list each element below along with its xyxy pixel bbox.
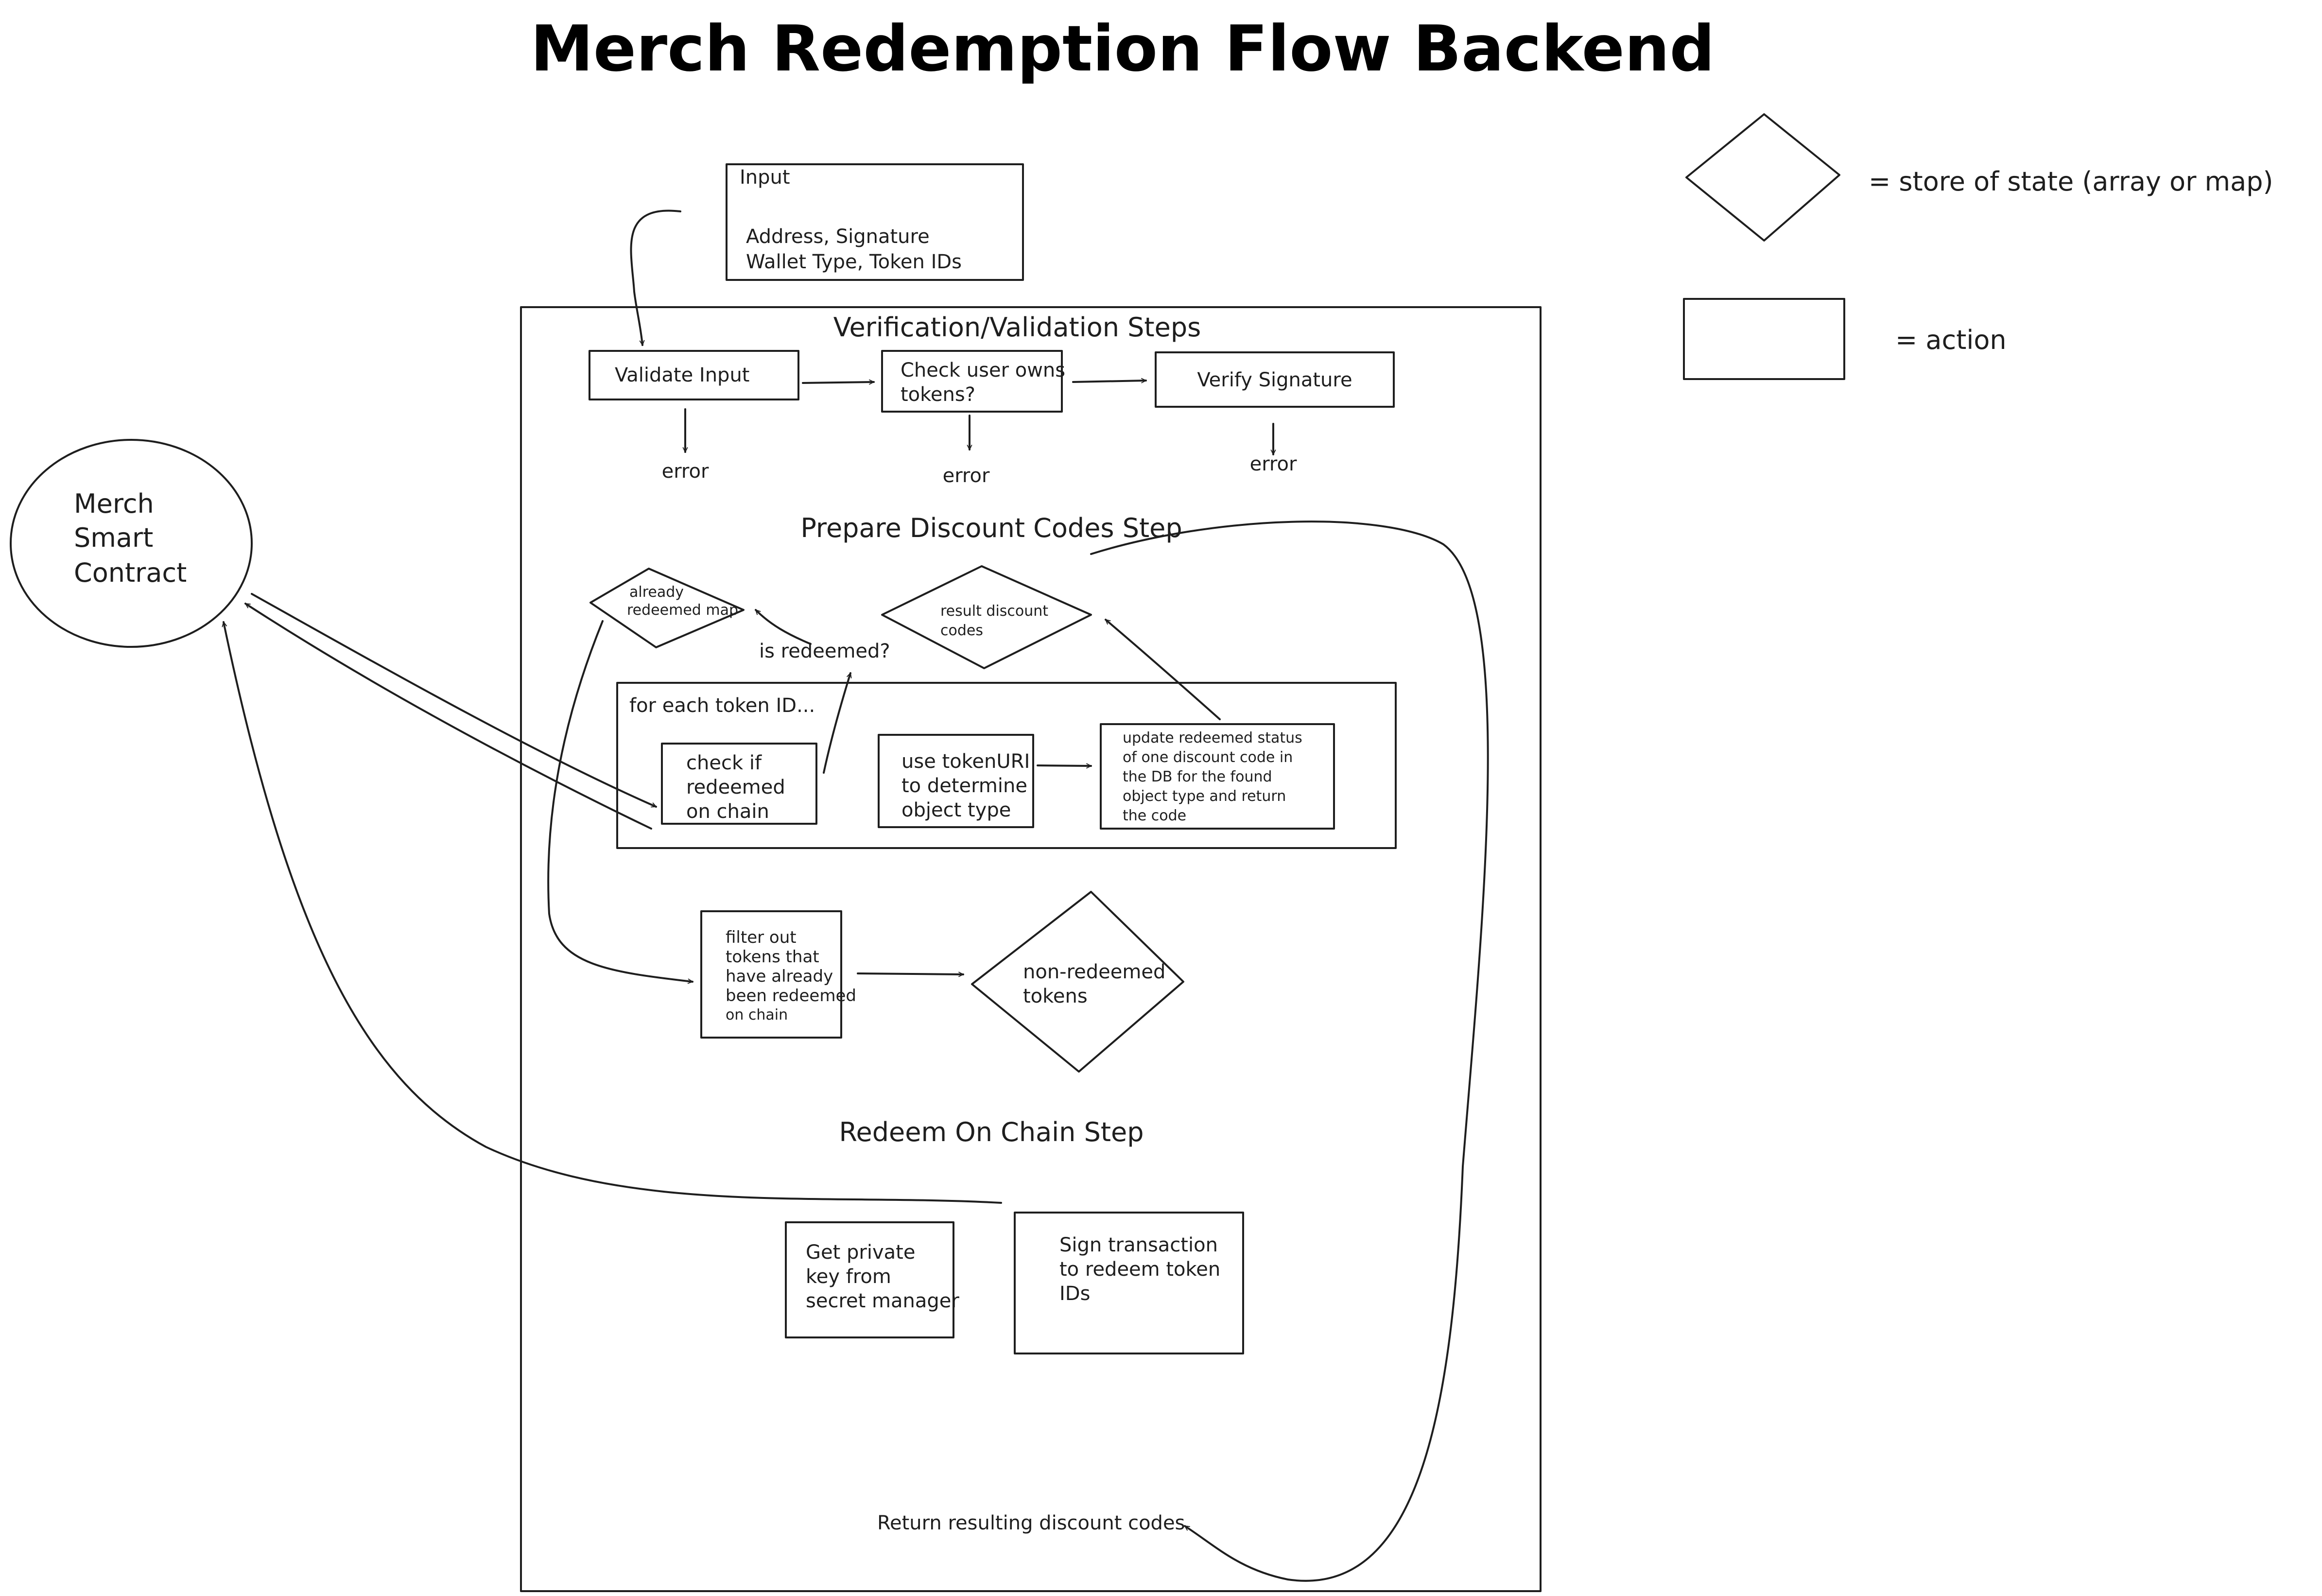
error-label-1: error [662, 460, 709, 483]
arrow-filter-to-nonredeemed [857, 973, 964, 974]
check-owns-box [881, 350, 1063, 413]
validate-input-box [589, 350, 799, 400]
update-line-5: the code [1123, 807, 1186, 824]
non-redeemed-line-2: tokens [1023, 985, 1088, 1007]
arrow-tokenuri-to-update [1037, 765, 1092, 766]
arrow-map-to-filter [547, 620, 693, 982]
prepare-heading: Prepare Discount Codes Step [800, 513, 1182, 543]
token-uri-line-1: use tokenURI [901, 750, 1030, 773]
redeem-heading: Redeem On Chain Step [839, 1117, 1144, 1147]
update-status-box [1100, 723, 1335, 830]
token-uri-line-3: object type [901, 799, 1011, 821]
input-box: Input Address, Signature Wallet Type, To… [726, 163, 1024, 281]
result-codes-line-2: codes [940, 622, 983, 639]
update-line-1: update redeemed status [1123, 729, 1302, 746]
filter-out-box [700, 910, 842, 1039]
legend-diamond [1685, 113, 1840, 242]
update-line-2: of one discount code in [1123, 749, 1293, 766]
arrow-result-to-return [1090, 520, 1489, 1582]
return-label: Return resulting discount codes [877, 1512, 1185, 1534]
check-line-1: check if [686, 752, 762, 774]
contract-line-1: Merch [74, 488, 154, 519]
page-title: Merch Redemption Flow Backend [531, 12, 1715, 86]
sign-line-2: to redeem token [1059, 1258, 1220, 1281]
filter-line-3: have already [726, 967, 833, 986]
check-line-3: on chain [686, 800, 769, 823]
verification-heading: Verification/Validation Steps [833, 312, 1201, 343]
already-redeemed-line-2: redeemed map [627, 602, 738, 619]
filter-line-2: tokens that [726, 947, 819, 967]
merch-smart-contract: Merch Smart Contract [10, 439, 253, 648]
sign-line-1: Sign transaction [1059, 1234, 1218, 1256]
result-discount-codes-diamond [881, 565, 1092, 669]
for-each-loop-box [616, 682, 1397, 849]
main-container [520, 306, 1542, 1592]
arrow-input-to-validate [630, 209, 681, 346]
error-label-2: error [943, 465, 990, 487]
legend: = store of state (array or map) = action [1683, 113, 2273, 380]
contract-line-2: Smart [74, 522, 153, 553]
arrow-check-to-contract [244, 603, 652, 830]
input-line-1: Address, Signature [746, 226, 930, 248]
filter-line-4: been redeemed [726, 986, 856, 1006]
token-uri-box [878, 734, 1034, 828]
arrow-is-redeemed-to-map [755, 609, 812, 645]
arrow-check-to-verify [1072, 381, 1147, 382]
input-line-2: Wallet Type, Token IDs [746, 251, 962, 273]
private-key-line-1: Get private [806, 1241, 915, 1264]
private-key-line-2: key from [806, 1266, 891, 1288]
check-redeemed-box [661, 743, 817, 825]
prepare-section: Prepare Discount Codes Step already rede… [589, 513, 1397, 1073]
private-key-box [785, 1221, 954, 1338]
update-line-3: the DB for the found [1123, 768, 1272, 785]
check-owns-line-2: tokens? [901, 383, 975, 406]
contract-line-3: Contract [74, 557, 187, 588]
sign-transaction-box [1014, 1212, 1244, 1354]
result-codes-line-1: result discount [940, 603, 1048, 620]
sign-line-3: IDs [1059, 1283, 1090, 1305]
for-each-label: for each token ID... [629, 694, 815, 717]
input-heading: Input [740, 166, 790, 189]
update-line-4: object type and return [1123, 788, 1286, 805]
legend-box-label: = action [1895, 325, 2007, 355]
check-line-2: redeemed [686, 776, 785, 798]
private-key-line-3: secret manager [806, 1290, 959, 1312]
redeem-section: Redeem On Chain Step Get private key fro… [785, 1117, 1244, 1354]
arrow-contract-to-check [251, 593, 657, 808]
filter-line-5: on chain [726, 1006, 788, 1024]
arrow-update-to-result [1105, 619, 1221, 720]
token-uri-line-2: to determine [901, 775, 1027, 797]
validate-input-label: Validate Input [615, 364, 749, 386]
filter-line-1: filter out [726, 928, 797, 947]
already-redeemed-line-1: already [629, 584, 684, 601]
arrow-validate-to-check [802, 382, 875, 383]
verify-signature-label: Verify Signature [1197, 369, 1352, 391]
is-redeemed-label: is redeemed? [759, 640, 890, 662]
connectors [224, 209, 1489, 1582]
legend-diamond-label: = store of state (array or map) [1869, 166, 2273, 197]
check-owns-line-1: Check user owns [901, 359, 1065, 382]
already-redeemed-map-diamond [589, 568, 745, 648]
arrow-check-to-is-redeemed [823, 672, 850, 774]
verify-signature-box [1155, 351, 1395, 408]
error-label-3: error [1250, 453, 1297, 475]
non-redeemed-tokens-diamond [971, 891, 1184, 1073]
arrow-sign-to-contract [224, 621, 1002, 1204]
non-redeemed-line-1: non-redeemed [1023, 961, 1165, 983]
verification-section: Verification/Validation Steps Validate I… [589, 312, 1395, 487]
legend-box [1683, 298, 1845, 380]
